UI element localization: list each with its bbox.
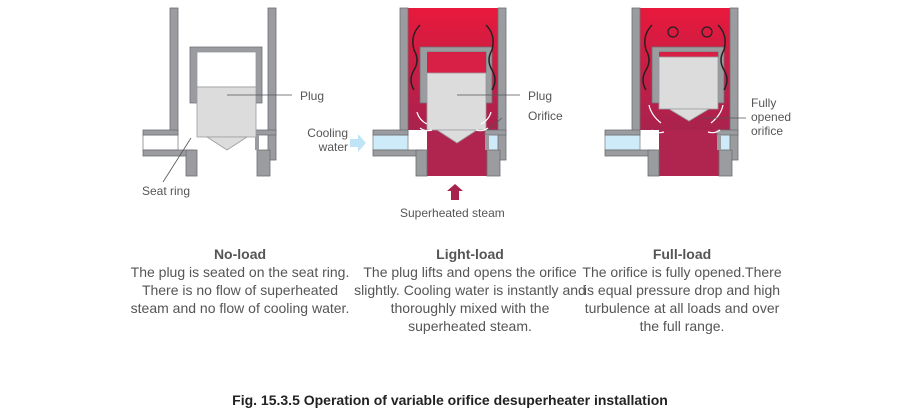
full-load-title: Full-load [652, 246, 712, 262]
no-load-title: No-load [213, 246, 267, 262]
orifice-label: Orifice [528, 109, 563, 123]
no-load-text: The plug is seated on the seat ring. The… [130, 264, 350, 316]
plug-label-2: Plug [528, 89, 553, 103]
cooling-water-arrow-icon [350, 134, 366, 152]
full-load-text: The orifice is fully opened.There is equ… [582, 264, 782, 334]
seat-ring-label: Seat ring [142, 184, 191, 198]
cooling-water-label: Cooling water [307, 126, 348, 154]
no-load-caption: No-load The plug is seated on the seat r… [130, 245, 350, 317]
light-load-diagram [372, 7, 520, 177]
no-load-diagram [142, 7, 292, 183]
steam-arrow-icon [447, 184, 463, 200]
light-load-caption: Light-load The plug lifts and opens the … [350, 245, 590, 335]
full-load-caption: Full-load The orifice is fully opened.Th… [582, 245, 782, 335]
plug-label-1: Plug [300, 89, 325, 103]
light-load-title: Light-load [436, 246, 504, 262]
figure-caption: Fig. 15.3.5 Operation of variable orific… [232, 392, 668, 408]
light-load-text: The plug lifts and opens the orifice sli… [354, 264, 586, 334]
full-load-diagram [604, 7, 746, 177]
superheated-steam-label: Superheated steam [400, 206, 505, 220]
fully-opened-orifice-label: Fully opened orifice [751, 96, 792, 138]
